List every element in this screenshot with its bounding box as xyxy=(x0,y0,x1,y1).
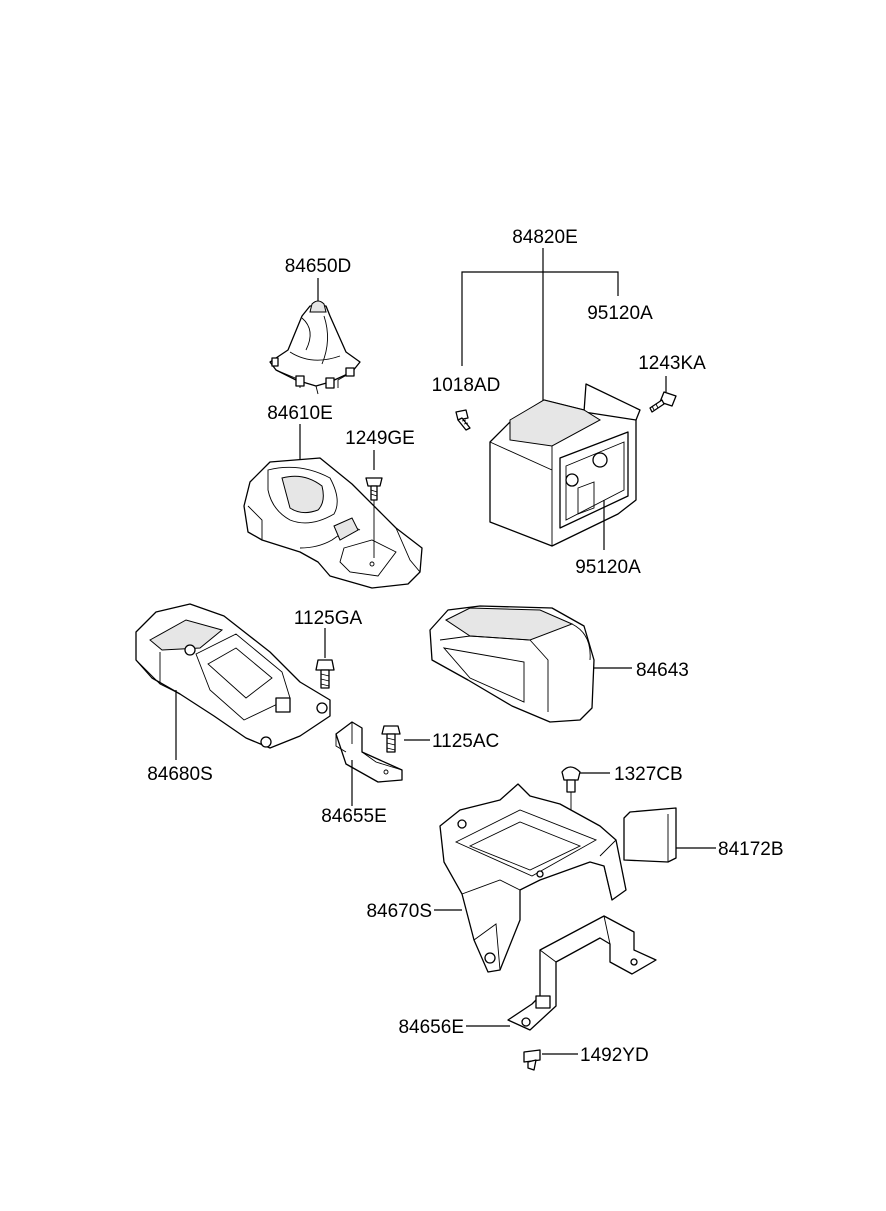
label-84670S: 84670S xyxy=(366,901,432,922)
label-1492YD: 1492YD xyxy=(580,1045,649,1066)
label-95120A-bottom: 95120A xyxy=(575,557,641,578)
screw-1243KA xyxy=(649,376,677,413)
shift-boot-part xyxy=(269,278,361,395)
frame-84670S-part xyxy=(434,783,627,973)
clip-1327CB xyxy=(561,766,610,852)
console-box-part xyxy=(461,248,641,550)
label-84650D: 84650D xyxy=(285,256,352,277)
label-1327CB: 1327CB xyxy=(614,764,683,785)
label-1249GE: 1249GE xyxy=(345,428,415,449)
label-84172B: 84172B xyxy=(718,839,784,860)
label-1125GA: 1125GA xyxy=(294,608,363,629)
label-84655E: 84655E xyxy=(321,806,387,827)
label-1243KA: 1243KA xyxy=(638,353,706,374)
bracket-84656E-part xyxy=(466,915,657,1031)
label-84680S: 84680S xyxy=(147,764,213,785)
label-84820E: 84820E xyxy=(512,227,578,248)
label-95120A-top: 95120A xyxy=(587,303,653,324)
bolt-1125AC xyxy=(381,725,430,753)
screw-1018AD xyxy=(455,409,471,431)
shift-console-part xyxy=(243,424,423,589)
label-84610E: 84610E xyxy=(267,403,333,424)
clip-1492YD xyxy=(523,1049,578,1071)
label-84656E: 84656E xyxy=(398,1017,464,1038)
pad-84172B xyxy=(623,807,716,863)
label-1018AD: 1018AD xyxy=(432,375,501,396)
bracket-84655E-part xyxy=(335,721,403,806)
bracket-84680S-part xyxy=(135,603,331,760)
bolt-1125GA xyxy=(315,628,335,689)
label-84643: 84643 xyxy=(636,660,689,681)
rear-cover-part xyxy=(429,605,632,723)
label-1125AC: 1125AC xyxy=(432,731,499,752)
screw-1249GE xyxy=(365,450,383,558)
